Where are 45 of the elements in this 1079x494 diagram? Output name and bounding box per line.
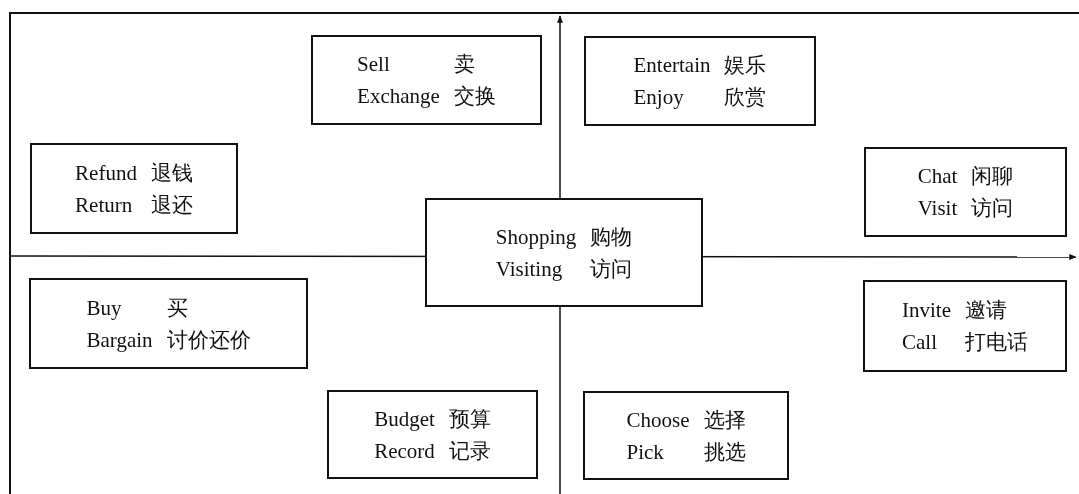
chinese-word: 记录 [448, 437, 491, 465]
english-word: Entertain [633, 52, 711, 79]
english-word: Chat [917, 163, 958, 190]
chinese-word: 卖 [453, 51, 476, 78]
english-word: Refund [75, 159, 137, 187]
english-word: Buy [86, 294, 123, 322]
english-word: Call [902, 329, 938, 356]
chinese-word: 买 [166, 294, 189, 322]
english-word: Sell [357, 51, 391, 78]
term-box [327, 390, 538, 479]
english-word: Shopping [495, 223, 577, 251]
english-word: Budget [374, 405, 435, 433]
chinese-word: 访问 [971, 195, 1014, 222]
chinese-word: 邀请 [965, 297, 1008, 324]
chinese-word: 挑选 [703, 438, 746, 466]
chinese-word: 预算 [448, 405, 491, 433]
chinese-word: 选择 [703, 406, 746, 434]
chinese-word: 退还 [150, 191, 193, 219]
english-word: Enjoy [633, 84, 685, 111]
term-box [584, 36, 816, 126]
term-box [583, 391, 789, 480]
term-box [864, 147, 1067, 237]
english-word: Return [75, 191, 134, 219]
english-word: Record [374, 437, 435, 465]
chinese-word: 打电话 [965, 329, 1028, 356]
chinese-word: 交换 [453, 83, 496, 110]
term-box [311, 35, 542, 125]
term-box [30, 143, 238, 234]
english-word: Exchange [357, 83, 440, 110]
english-word: Bargain [86, 326, 153, 354]
english-word: Pick [626, 438, 665, 466]
term-box [425, 198, 703, 307]
chinese-word: 闲聊 [971, 163, 1014, 190]
english-word: Invite [902, 297, 951, 324]
chinese-word: 讨价还价 [166, 326, 251, 354]
english-word: Visiting [495, 255, 564, 283]
chinese-word: 欣赏 [724, 84, 767, 111]
chinese-word: 访问 [590, 255, 633, 283]
term-box [29, 278, 308, 369]
english-word: Choose [626, 406, 690, 434]
chinese-word: 娱乐 [724, 52, 767, 79]
english-word: Visit [917, 195, 958, 222]
chinese-word: 退钱 [150, 159, 193, 187]
term-box [863, 280, 1067, 372]
chinese-word: 购物 [590, 223, 633, 251]
